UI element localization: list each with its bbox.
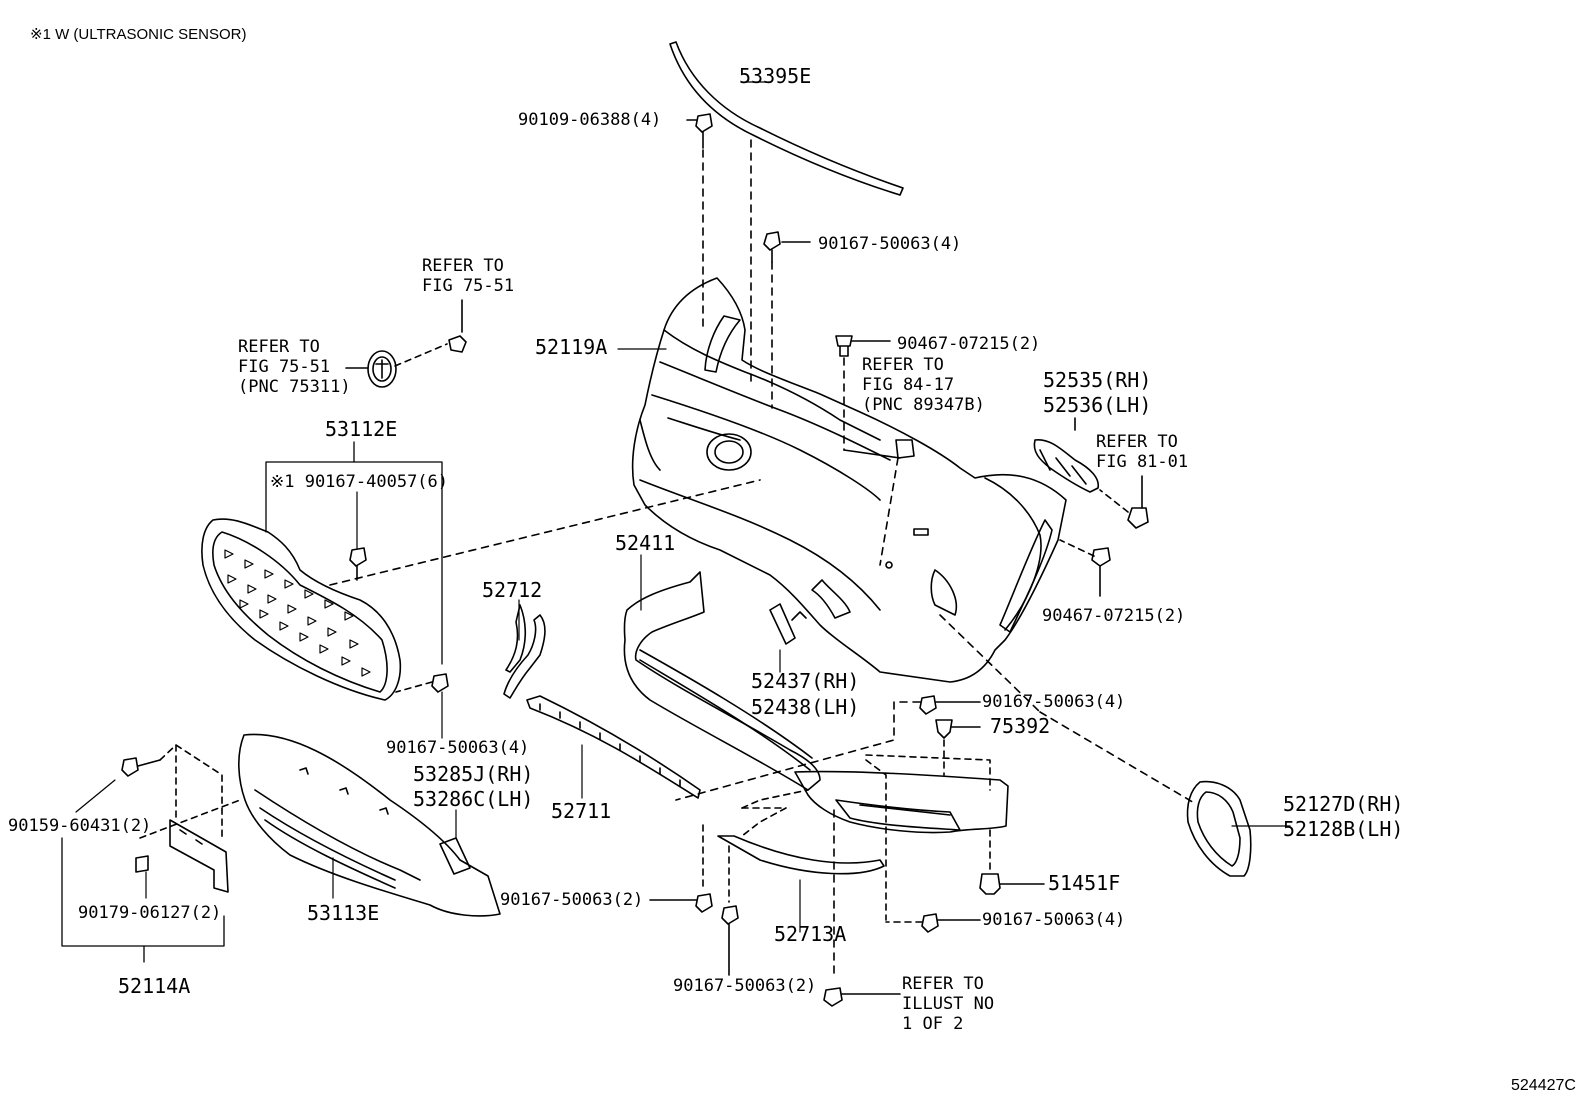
callout-53113E[interactable]: 53113E xyxy=(307,901,380,925)
callout-51451F[interactable]: 51451F xyxy=(1048,871,1121,895)
refer-fig-75-51-clip[interactable]: REFER TO FIG 75-51 xyxy=(422,256,515,296)
callout-90167-50063-right1[interactable]: 90167-50063(4) xyxy=(982,692,1126,712)
callout-90167-50063-2b[interactable]: 90167-50063(2) xyxy=(673,976,817,996)
callout-52437-RH[interactable]: 52437(RH) xyxy=(751,669,860,693)
callout-90179-06127[interactable]: 90179-06127(2) xyxy=(78,903,222,923)
callout-52536-LH[interactable]: 52536(LH) xyxy=(1043,393,1152,417)
callout-90167-50063-2a[interactable]: 90167-50063(2) xyxy=(500,890,644,910)
callout-53395E[interactable]: 53395E xyxy=(739,64,812,88)
part-53285J xyxy=(439,837,471,875)
screw-90109 xyxy=(695,113,713,133)
callout-53285J-RH[interactable]: 53285J(RH) xyxy=(413,762,534,786)
strip-52711 xyxy=(526,695,701,799)
callout-52713A[interactable]: 52713A xyxy=(774,922,847,946)
clip-75392 xyxy=(935,719,953,739)
refer-fig-84-17[interactable]: REFER TO FIG 84-17 (PNC 89347B) xyxy=(862,355,985,415)
callout-52712[interactable]: 52712 xyxy=(482,578,543,602)
callout-90167-50063-right2[interactable]: 90167-50063(4) xyxy=(982,910,1126,930)
screw-90159 xyxy=(121,757,139,777)
refer-fig-75-51-emblem[interactable]: REFER TO FIG 75-51 (PNC 75311) xyxy=(238,337,351,397)
screw-90167-2a xyxy=(695,893,713,913)
callout-52128B-LH[interactable]: 52128B(LH) xyxy=(1283,817,1404,841)
callout-90159-60431[interactable]: 90159-60431(2) xyxy=(8,816,152,836)
clip-90467-b xyxy=(1091,547,1111,567)
bumper-cover-52119A xyxy=(631,277,1067,683)
screw-90167-right1 xyxy=(919,695,937,715)
part-52437 xyxy=(769,603,796,645)
callout-53112E[interactable]: 53112E xyxy=(325,417,398,441)
callout-53286C-LH[interactable]: 53286C(LH) xyxy=(413,787,534,811)
grille-53112E xyxy=(201,518,402,701)
lower-grille-53113E xyxy=(238,733,501,917)
spoiler-52713A xyxy=(717,835,885,875)
callout-52438-LH[interactable]: 52438(LH) xyxy=(751,695,860,719)
callout-52114A[interactable]: 52114A xyxy=(118,974,191,998)
callout-90167-50063-top[interactable]: 90167-50063(4) xyxy=(818,234,962,254)
reinforcement-52411 xyxy=(623,571,821,791)
callout-90167-40057[interactable]: ※1 90167-40057(6) xyxy=(270,472,449,492)
screw-90167-top xyxy=(763,231,781,251)
screw-90167-2b xyxy=(721,905,739,925)
illustration-id: 524427C xyxy=(1511,1077,1576,1094)
screw-90167-right2 xyxy=(921,913,939,933)
callout-90467-07215-b[interactable]: 90467-07215(2) xyxy=(1042,606,1186,626)
bracket-52535 xyxy=(1033,439,1100,493)
refer-fig-81-01[interactable]: REFER TO FIG 81-01 xyxy=(1096,432,1189,472)
callout-52119A[interactable]: 52119A xyxy=(535,335,608,359)
callout-90109-06388[interactable]: 90109-06388(4) xyxy=(518,110,662,130)
callout-52127D-RH[interactable]: 52127D(RH) xyxy=(1283,792,1404,816)
bracket-52114 xyxy=(169,819,229,893)
screw-refer-illust xyxy=(823,987,843,1007)
lower-cover-front xyxy=(794,770,1009,834)
callout-75392[interactable]: 75392 xyxy=(990,714,1051,738)
header-note: ※1 W (ULTRASONIC SENSOR) xyxy=(30,26,247,43)
bezel-52127D xyxy=(1186,780,1252,877)
upper-molding-53395E xyxy=(669,41,904,196)
callout-52711[interactable]: 52711 xyxy=(551,799,612,823)
emblem xyxy=(367,350,397,388)
part-52712 xyxy=(503,614,546,699)
clip-51451F xyxy=(979,873,1001,895)
callout-90167-50063-grille[interactable]: 90167-50063(4) xyxy=(386,738,530,758)
clip-90467-a xyxy=(835,335,853,357)
callout-90467-07215-a[interactable]: 90467-07215(2) xyxy=(897,334,1041,354)
refer-illust-1-of-2[interactable]: REFER TO ILLUST NO 1 OF 2 xyxy=(902,974,995,1034)
callout-52411[interactable]: 52411 xyxy=(615,531,676,555)
callout-52535-RH[interactable]: 52535(RH) xyxy=(1043,368,1152,392)
